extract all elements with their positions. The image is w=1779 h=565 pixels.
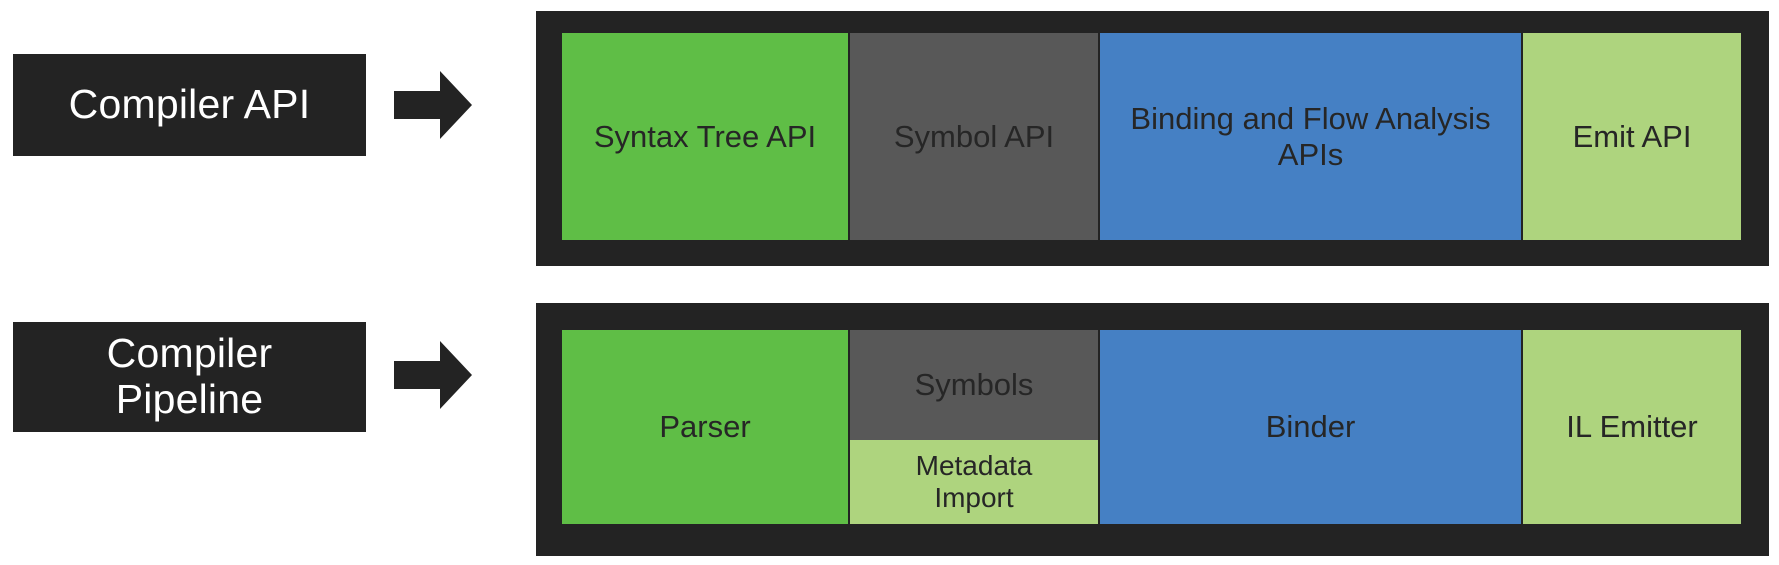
- stage-symbols[interactable]: Symbols: [850, 330, 1098, 440]
- compiler-pipeline-label-text: Compiler Pipeline: [106, 330, 273, 422]
- stage-emit-api-label: Emit API: [1572, 118, 1692, 154]
- stage-parser[interactable]: Parser: [562, 330, 848, 524]
- stage-syntax-tree-api[interactable]: Syntax Tree API: [562, 33, 848, 240]
- stage-parser-label: Parser: [659, 409, 751, 445]
- stage-symbol-api-label: Symbol API: [893, 118, 1055, 154]
- stage-binder[interactable]: Binder: [1100, 330, 1521, 524]
- compiler-pipeline-stage-container: Parser Symbols Metadata Import Binder IL…: [536, 303, 1769, 556]
- stage-metadata-import-label: Metadata Import: [915, 449, 1033, 513]
- stage-il-emitter-label: IL Emitter: [1566, 409, 1698, 445]
- compiler-api-label-box: Compiler API: [13, 54, 366, 156]
- right-arrow-icon: [394, 341, 472, 409]
- stage-symbols-label: Symbols: [914, 367, 1034, 403]
- stage-syntax-tree-api-label: Syntax Tree API: [593, 118, 817, 154]
- compiler-api-stage-container: Syntax Tree API Symbol API Binding and F…: [536, 11, 1769, 266]
- stage-binder-label: Binder: [1265, 409, 1356, 445]
- stage-binding-and-flow-analysis-apis-label: Binding and Flow Analysis APIs: [1130, 100, 1491, 172]
- stage-metadata-import[interactable]: Metadata Import: [850, 440, 1098, 524]
- compiler-pipeline-label-box: Compiler Pipeline: [13, 322, 366, 432]
- stage-binding-and-flow-analysis-apis[interactable]: Binding and Flow Analysis APIs: [1100, 33, 1521, 240]
- right-arrow-icon: [394, 71, 472, 139]
- stage-emit-api[interactable]: Emit API: [1523, 33, 1741, 240]
- stage-il-emitter[interactable]: IL Emitter: [1523, 330, 1741, 524]
- compiler-api-label-text: Compiler API: [68, 81, 311, 128]
- stage-symbol-api[interactable]: Symbol API: [850, 33, 1098, 240]
